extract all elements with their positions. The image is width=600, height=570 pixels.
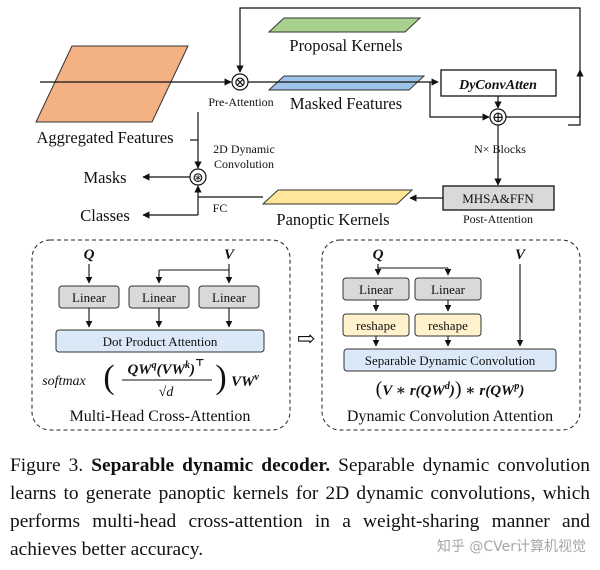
mhca-formula-denominator: √d bbox=[159, 385, 175, 400]
dca-panel bbox=[321, 239, 581, 431]
masks-label: Masks bbox=[83, 168, 126, 187]
figure-caption: Figure 3. Separable dynamic decoder. Sep… bbox=[10, 452, 590, 564]
mhca-title: Multi-Head Cross-Attention bbox=[70, 408, 251, 425]
dynamic-conv-label-1: 2D Dynamic bbox=[213, 142, 275, 156]
caption-label: Figure 3. bbox=[10, 455, 84, 476]
n-blocks-label: N× Blocks bbox=[474, 142, 526, 156]
dca-v-label: V bbox=[515, 247, 527, 263]
dca-formula: (V ∗ r(QWd)) ∗ r(QWp) bbox=[376, 378, 525, 400]
watermark: 知乎 @CVer计算机视觉 bbox=[436, 539, 586, 555]
caption-title: Separable dynamic decoder. bbox=[91, 455, 331, 476]
dca-reshape-2-label: reshape bbox=[428, 318, 468, 333]
mhca-linear-q-label: Linear bbox=[72, 290, 107, 305]
dot-product-attention-box bbox=[55, 329, 265, 353]
mhca-formula-softmax: softmax bbox=[42, 374, 86, 389]
mhca-panel bbox=[31, 239, 291, 431]
separable-dynamic-conv-label: Separable Dynamic Convolution bbox=[365, 353, 536, 368]
panoptic-kernels-label: Panoptic Kernels bbox=[276, 210, 389, 229]
decoder-diagram: Proposal Kernels Aggregated Features Mas… bbox=[31, 7, 584, 431]
dynamic-conv-op-glyph: ⊛ bbox=[192, 171, 204, 186]
pre-attention-label: Pre-Attention bbox=[208, 95, 273, 109]
dot-product-attention-label: Dot Product Attention bbox=[103, 334, 218, 349]
dca-linear-2-label: Linear bbox=[431, 282, 466, 297]
mhca-formula-tail: VWv bbox=[231, 372, 259, 390]
mhca-formula-paren-open: ( bbox=[103, 359, 114, 396]
caption-text: Separable dynamic convolution learns to … bbox=[10, 455, 590, 560]
dca-q-label: Q bbox=[373, 247, 384, 263]
mhca-linear-v-label: Linear bbox=[212, 290, 247, 305]
proposal-kernels-label: Proposal Kernels bbox=[289, 36, 402, 55]
dyconv-atten-label: DyConvAtten bbox=[458, 78, 537, 93]
masked-features-label: Masked Features bbox=[290, 94, 402, 113]
aggregated-features-label: Aggregated Features bbox=[37, 128, 174, 147]
separable-dynamic-conv-box bbox=[343, 348, 557, 372]
transform-arrow-icon: ⇨ bbox=[297, 326, 315, 351]
mhca-formula-numerator: QWq(VWk)⊤ bbox=[127, 358, 204, 378]
dca-linear-1-label: Linear bbox=[359, 282, 394, 297]
dca-reshape-1-label: reshape bbox=[356, 318, 396, 333]
mhsa-ffn-label: MHSA&FFN bbox=[462, 191, 534, 206]
post-attention-label: Post-Attention bbox=[463, 212, 533, 226]
dca-title: Dynamic Convolution Attention bbox=[347, 408, 553, 425]
aggregated-features-shape bbox=[35, 45, 189, 123]
multiply-op-glyph: ⊗ bbox=[234, 75, 247, 91]
dynamic-conv-label-2: Convolution bbox=[214, 157, 274, 171]
mhca-formula-paren-close: ) bbox=[215, 359, 226, 396]
masked-features-shape bbox=[267, 75, 426, 91]
fc-label: FC bbox=[213, 201, 228, 215]
panoptic-kernels-shape bbox=[261, 189, 414, 205]
mhca-v-label: V bbox=[224, 247, 236, 263]
proposal-kernels-shape bbox=[267, 17, 422, 33]
add-op-glyph: ⊕ bbox=[492, 110, 505, 126]
mhca-q-label: Q bbox=[84, 247, 95, 263]
mhca-linear-k-label: Linear bbox=[142, 290, 177, 305]
classes-label: Classes bbox=[80, 206, 130, 225]
dyconv-atten-box bbox=[440, 69, 557, 97]
